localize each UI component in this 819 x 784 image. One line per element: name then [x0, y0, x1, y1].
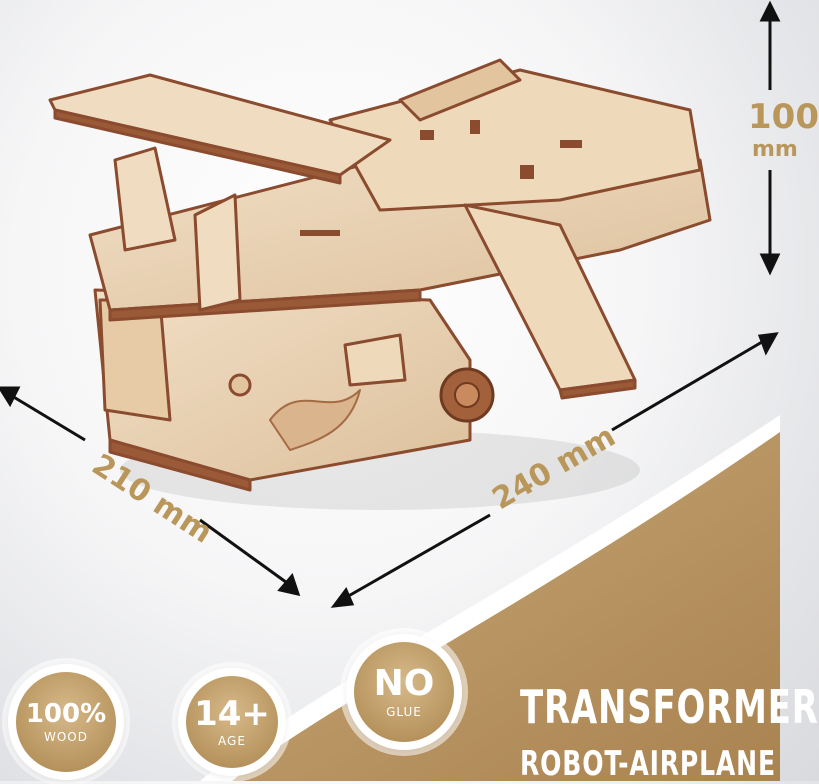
age-badge: 14+ AGE — [178, 668, 286, 776]
product-title: TRANSFORMER — [520, 680, 819, 734]
product-subtitle: ROBOT-AIRPLANE — [520, 744, 776, 784]
wooden-airplane-model — [48, 58, 712, 492]
glue-badge-value: NO — [373, 663, 435, 704]
height-dimension-value: 100 — [748, 97, 819, 137]
age-badge-value: 14+ — [194, 694, 270, 734]
wood-badge-label: WOOD — [44, 730, 88, 744]
wood-badge-value: 100% — [25, 699, 107, 729]
glue-badge: NO GLUE — [346, 634, 462, 750]
age-badge-label: AGE — [218, 734, 246, 748]
wood-badge: 100% WOOD — [8, 664, 124, 780]
height-dimension-unit: mm — [752, 137, 798, 162]
glue-badge-label: GLUE — [386, 705, 422, 719]
white-swoosh-edge — [200, 415, 780, 781]
dimension-arrows — [0, 0, 781, 608]
